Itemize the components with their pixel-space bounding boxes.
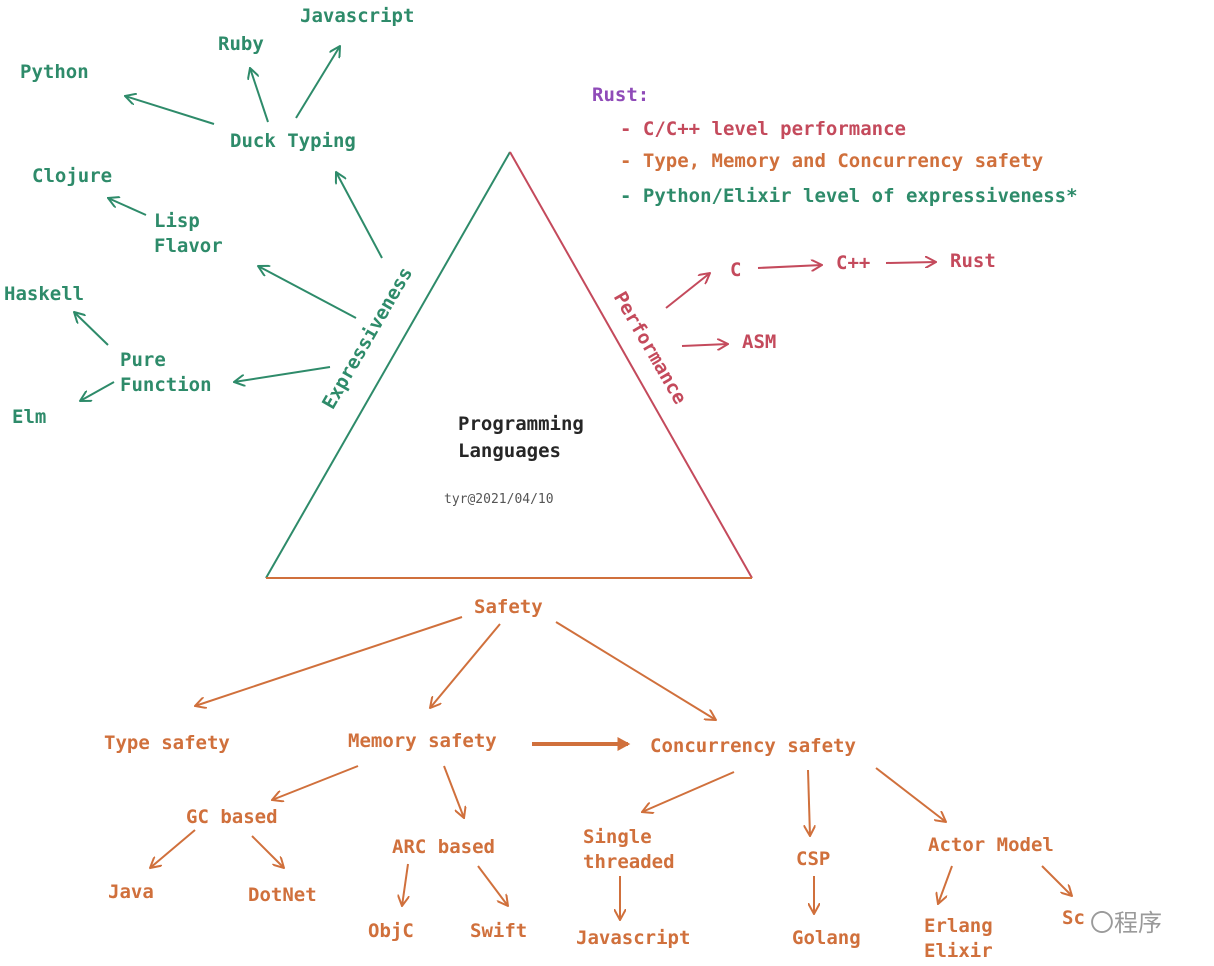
watermark: 〇程序	[1090, 909, 1162, 937]
node-dotnet: DotNet	[248, 884, 317, 906]
node-clojure: Clojure	[32, 165, 113, 187]
node-c: C	[730, 259, 742, 281]
arrow-c-to-cpp	[757, 265, 822, 268]
arrow-lisp-to-clojure	[108, 198, 147, 216]
center-title-line1: Programming	[458, 413, 584, 435]
node-duck-typing: Duck Typing	[230, 130, 356, 152]
arrow-concurrency-to-single	[642, 771, 735, 812]
node-javascript-exp: Javascript	[300, 5, 415, 27]
arrow-safety-to-memory	[430, 623, 501, 708]
triangle-side-performance	[509, 151, 753, 579]
node-elm: Elm	[12, 406, 47, 428]
arrow-exp-to-pure	[234, 366, 331, 382]
node-elixir: Elixir	[924, 940, 993, 962]
node-erlang: Erlang	[924, 915, 993, 937]
arrow-actor-to-scala	[1041, 865, 1072, 896]
node-asm: ASM	[742, 331, 777, 353]
arrow-perf-to-asm	[681, 344, 728, 346]
rust-point-performance: - C/C++ level performance	[620, 118, 906, 140]
node-type-safety: Type safety	[104, 732, 230, 754]
arrow-pure-to-elm	[80, 381, 115, 401]
arrow-duck-to-javascript	[295, 46, 340, 119]
arrow-safety-to-type	[195, 616, 463, 706]
node-pure-line1: Pure	[120, 349, 166, 371]
arrow-safety-to-concurrency	[555, 621, 716, 720]
arrow-actor-to-erlang	[938, 865, 953, 904]
node-lisp-line1: Lisp	[154, 210, 200, 232]
node-swift: Swift	[470, 920, 528, 942]
arrow-duck-to-ruby	[250, 68, 269, 123]
node-cpp: C++	[836, 252, 871, 274]
node-safety: Safety	[474, 596, 543, 618]
arrow-gc-to-dotnet	[251, 835, 284, 868]
arrow-perf-to-c	[665, 273, 710, 309]
node-gc-based: GC based	[186, 806, 278, 828]
arrow-gc-to-java	[150, 829, 196, 868]
rust-point-safety: - Type, Memory and Concurrency safety	[620, 150, 1044, 172]
arrow-concurrency-to-csp	[808, 769, 810, 836]
node-objc: ObjC	[368, 920, 414, 942]
node-haskell: Haskell	[4, 283, 85, 305]
arrow-cpp-to-rust	[885, 262, 936, 263]
node-actor-model: Actor Model	[928, 834, 1054, 856]
node-javascript-single: Javascript	[576, 927, 691, 949]
arrow-exp-to-duck	[336, 172, 383, 259]
arrow-duck-to-python	[125, 96, 215, 125]
node-rust: Rust	[950, 250, 996, 272]
node-ruby: Ruby	[218, 33, 264, 55]
arrow-arc-to-swift	[477, 865, 508, 906]
node-single-line2: threaded	[583, 851, 675, 873]
center-title-line2: Languages	[458, 440, 561, 462]
arrow-arc-to-objc	[402, 863, 408, 906]
triangle-side-expressiveness	[265, 151, 511, 579]
node-scala: Sc	[1062, 907, 1085, 929]
node-golang: Golang	[792, 927, 861, 949]
node-arc-based: ARC based	[392, 836, 495, 858]
node-memory-safety: Memory safety	[348, 730, 497, 752]
node-concurrency-safety: Concurrency safety	[650, 735, 856, 757]
node-java: Java	[108, 881, 154, 903]
arrow-exp-to-lisp	[258, 266, 357, 319]
node-single-line1: Single	[583, 826, 652, 848]
node-pure-line2: Function	[120, 374, 212, 396]
arrow-memory-to-arc	[443, 765, 464, 818]
node-lisp-line2: Flavor	[154, 235, 223, 257]
rust-point-expressiveness: - Python/Elixir level of expressiveness*	[620, 185, 1078, 207]
arrow-memory-to-gc	[272, 765, 359, 800]
arrow-concurrency-to-actor	[875, 767, 946, 822]
arrow-pure-to-haskell	[74, 312, 109, 346]
signature: tyr@2021/04/10	[444, 492, 554, 507]
node-csp: CSP	[796, 848, 831, 870]
center-title: Programming Languages	[458, 411, 584, 465]
rust-title: Rust:	[592, 84, 650, 106]
node-python: Python	[20, 61, 89, 83]
